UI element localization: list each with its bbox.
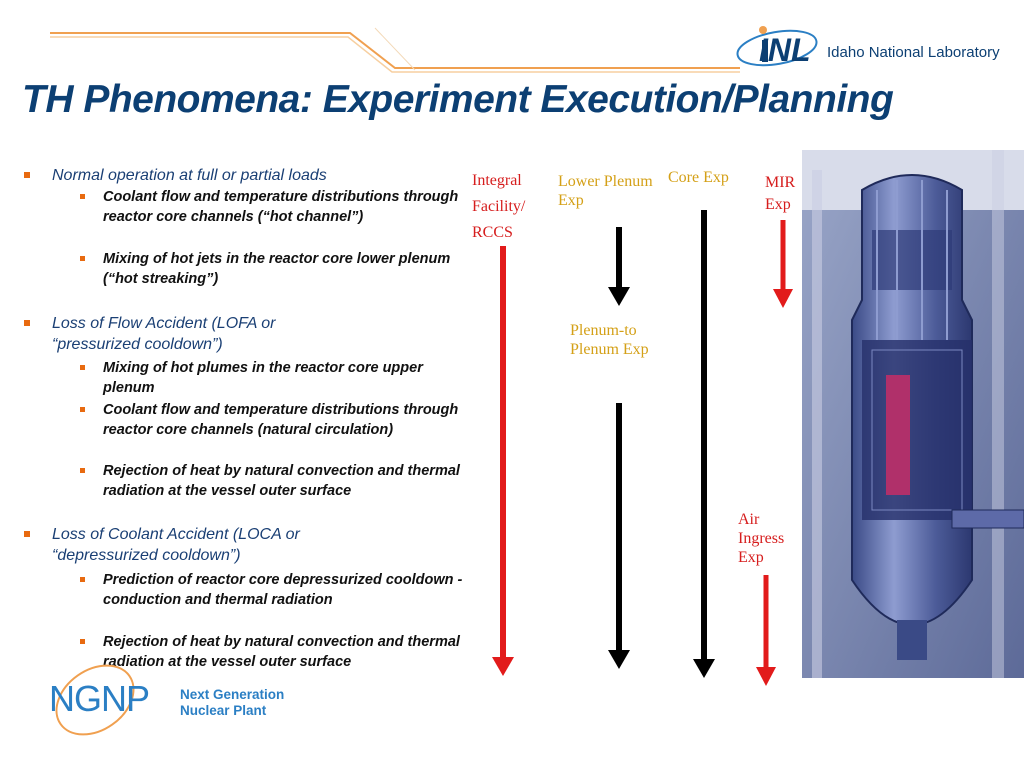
sub-bullet: Mixing of hot plumes in the reactor core… — [80, 358, 473, 398]
ngnp-name-line2: Nuclear Plant — [180, 703, 267, 718]
sub-bullet-marker — [80, 256, 85, 261]
sub-bullet: Mixing of hot jets in the reactor core l… — [80, 249, 473, 289]
bullet-loca: Loss of Coolant Accident (LOCA or “depre… — [24, 524, 390, 566]
sub-bullet-text: Coolant flow and temperature distributio… — [103, 189, 459, 225]
sub-bullet-marker — [80, 577, 85, 582]
bullet-text: Normal operation at full or partial load… — [52, 167, 327, 184]
sub-bullet-text: Rejection of heat by natural convection … — [103, 463, 460, 499]
sub-bullet-marker — [80, 468, 85, 473]
sub-bullet-marker — [80, 365, 85, 370]
sub-bullet: Coolant flow and temperature distributio… — [80, 187, 473, 227]
page-title: TH Phenomena: Experiment Execution/Plann… — [22, 78, 894, 121]
sub-bullet-marker — [80, 639, 85, 644]
label-integral-facility: Integral Facility/ RCCS — [472, 172, 526, 241]
inl-org-name: Idaho National Laboratory — [827, 44, 1000, 61]
sub-bullet-text: Mixing of hot plumes in the reactor core… — [103, 360, 423, 396]
sub-bullet-marker — [80, 407, 85, 412]
inl-logo-text: INL — [759, 32, 811, 68]
lower-plenum-arrow — [608, 227, 630, 306]
bullet-lofa: Loss of Flow Accident (LOFA or “pressuri… — [24, 313, 360, 355]
label-core-exp: Core Exp — [668, 169, 729, 186]
sub-bullet: Rejection of heat by natural convection … — [80, 461, 473, 501]
ngnp-logo: NGNP Next Generation Nuclear Plant — [35, 650, 295, 750]
inl-logo: INL Idaho National Laboratory — [735, 22, 1000, 72]
bullet-text: Loss of Coolant Accident (LOCA or “depre… — [52, 526, 300, 564]
bullet-normal-operation: Normal operation at full or partial load… — [24, 165, 450, 186]
ngnp-name-line1: Next Generation — [180, 687, 285, 702]
sub-bullet-text: Prediction of reactor core depressurized… — [103, 572, 463, 608]
ngnp-logo-icon — [55, 664, 135, 736]
inl-logo-icon — [736, 26, 818, 67]
label-plenum-to-plenum: Plenum-to Plenum Exp — [570, 322, 649, 358]
air-ingress-red-arrow — [756, 575, 776, 686]
header-accent-lines — [50, 27, 740, 73]
label-air-ingress: Air Ingress Exp — [738, 511, 785, 566]
sub-bullet-marker — [80, 194, 85, 199]
bullet-marker — [24, 320, 30, 326]
sub-bullet: Coolant flow and temperature distributio… — [80, 400, 473, 440]
sub-bullet-text: Mixing of hot jets in the reactor core l… — [103, 251, 451, 287]
bullet-marker — [24, 531, 30, 537]
core-exp-arrow — [693, 210, 715, 678]
mir-red-arrow — [773, 220, 793, 308]
sub-bullet: Prediction of reactor core depressurized… — [80, 570, 473, 610]
label-lower-plenum: Lower Plenum Exp — [558, 173, 653, 209]
bullet-text: Loss of Flow Accident (LOFA or “pressuri… — [52, 315, 276, 353]
sub-bullet: Rejection of heat by natural convection … — [80, 632, 473, 672]
integral-red-arrow — [492, 246, 514, 676]
plenum-to-plenum-arrow — [608, 403, 630, 669]
sub-bullet-text: Rejection of heat by natural convection … — [103, 634, 460, 670]
reactor-vessel-image — [802, 150, 1024, 678]
label-mir-exp: MIR Exp — [765, 174, 796, 213]
ngnp-logo-text: NGNP — [49, 678, 150, 719]
sub-bullet-text: Coolant flow and temperature distributio… — [103, 402, 459, 438]
bullet-marker — [24, 172, 30, 178]
